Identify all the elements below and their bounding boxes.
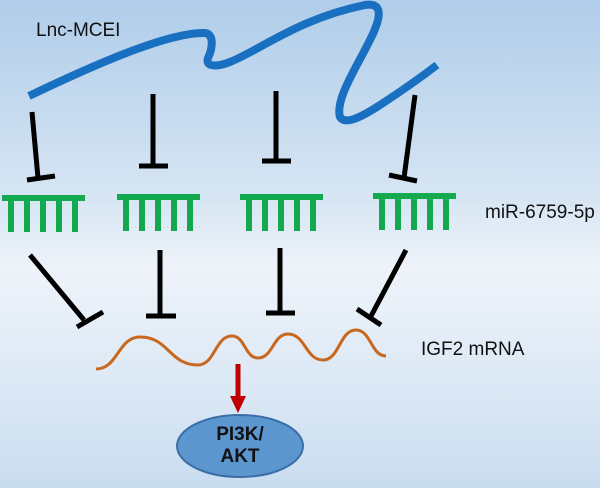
activation-arrow-head (230, 396, 246, 413)
inhibit-lnc-to-mirna-3 (262, 91, 291, 164)
lncrna-label: Lnc-MCEI (36, 20, 121, 41)
mrna-strand (95, 328, 387, 371)
inhibit-lnc-to-mirna-1 (26, 111, 56, 183)
inhibit-mirna-to-mrna-2 (146, 250, 176, 319)
inhibit-lnc-to-mirna-2 (139, 94, 168, 169)
lncrna-strand (27, 0, 440, 125)
pi3k-akt-label: PI3K/ AKT (177, 424, 303, 468)
pi3k-akt-node (176, 414, 304, 478)
inhibit-lnc-to-mirna-4 (388, 94, 418, 184)
mrna-label: IGF2 mRNA (421, 339, 525, 360)
mirna-comb-4 (373, 193, 456, 230)
node-label-line1: PI3K/ (216, 424, 264, 445)
mirna-comb-1 (2, 195, 85, 232)
node-label-line2: AKT (220, 446, 260, 467)
mirna-comb-3 (240, 194, 323, 231)
inhibit-mirna-to-mrna-1 (28, 253, 105, 330)
inhibit-mirna-to-mrna-4 (355, 248, 409, 328)
mirna-label: miR-6759-5p (485, 202, 595, 223)
inhibit-mirna-to-mrna-3 (266, 248, 295, 316)
mirna-comb-2 (117, 194, 200, 231)
